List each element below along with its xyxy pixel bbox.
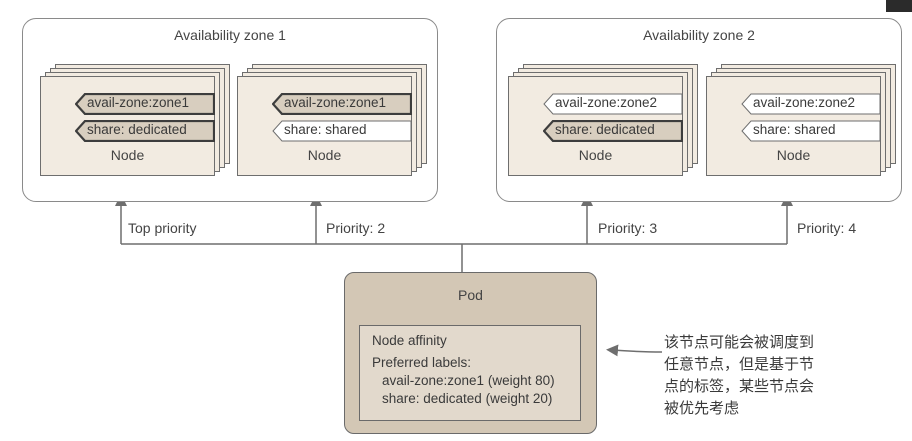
node-affinity-box: Node affinity Preferred labels: avail-zo… [359,325,581,421]
node-card: avail-zone:zone2 share: shared Node [706,76,881,176]
annotation-line: 被优先考虑 [664,399,740,417]
node-label-tag: avail-zone:zone1 [75,93,215,115]
node-card: avail-zone:zone1 share: dedicated Node [40,76,215,176]
annotation-line: 任意节点，但是基于节 [664,355,815,373]
node-label-tag: share: shared [272,120,412,142]
affinity-subheading: Preferred labels: [372,355,472,370]
node-2: avail-zone:zone1 share: shared Node [237,64,427,176]
affinity-heading: Node affinity [372,333,447,348]
node-label-tag: avail-zone:zone2 [543,93,683,115]
corner-mark [886,0,912,12]
annotation-line: 该节点可能会被调度到 [664,333,815,351]
node-4: avail-zone:zone2 share: shared Node [706,64,896,176]
node-card: avail-zone:zone1 share: shared Node [237,76,412,176]
affinity-rule: share: dedicated (weight 20) [382,391,553,406]
node-label-tag: share: dedicated [75,120,215,142]
annotation-line: 点的标签，某些节点会 [664,377,815,395]
node-title: Node [578,147,613,163]
node-title: Node [110,147,145,163]
annotation-arrow [606,344,663,357]
priority-label-1: Top priority [128,220,197,236]
pod-box: Pod Node affinity Preferred labels: avai… [344,272,597,434]
zone-2-title: Availability zone 2 [643,27,755,43]
zone-1-title: Availability zone 1 [174,27,286,43]
node-label-tag: share: dedicated [543,120,683,142]
node-label-tag: avail-zone:zone2 [741,93,881,115]
node-title: Node [307,147,342,163]
pod-title: Pod [458,287,483,303]
priority-label-3: Priority: 3 [598,220,658,236]
annotation-note: 该节点可能会被调度到 任意节点，但是基于节 点的标签，某些节点会 被优先考虑 [664,331,854,419]
priority-label-2: Priority: 2 [326,220,386,236]
node-card: avail-zone:zone2 share: dedicated Node [508,76,683,176]
node-1: avail-zone:zone1 share: dedicated Node [40,64,230,176]
node-label-tag: share: shared [741,120,881,142]
priority-label-4: Priority: 4 [797,220,857,236]
affinity-rule: avail-zone:zone1 (weight 80) [382,373,555,388]
node-3: avail-zone:zone2 share: dedicated Node [508,64,698,176]
node-label-tag: avail-zone:zone1 [272,93,412,115]
node-title: Node [776,147,811,163]
